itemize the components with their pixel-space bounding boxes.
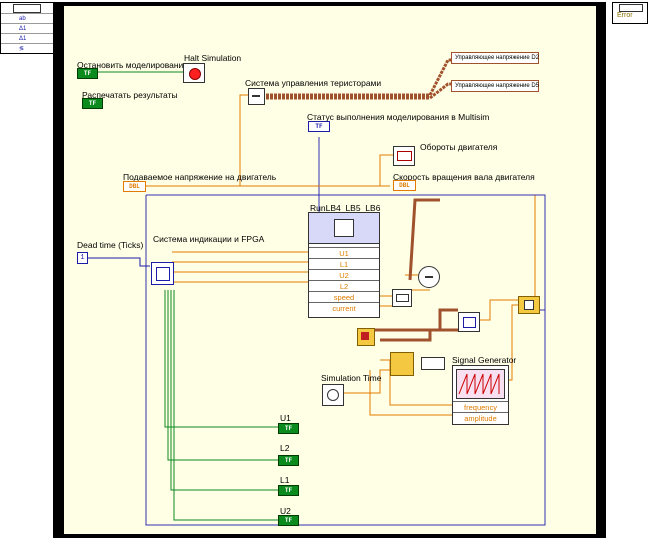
indicator-u2-label: U2 <box>280 506 291 516</box>
pid-node[interactable] <box>458 312 480 332</box>
pid-out-wire <box>478 299 518 321</box>
cluster-icon <box>361 332 369 340</box>
cluster-constant[interactable] <box>357 328 375 346</box>
chart-icon <box>396 294 409 302</box>
multisim-icon <box>334 219 354 237</box>
stop-sim-label: Остановить моделирование <box>77 60 189 70</box>
voltage-label: Подаваемое напряжение на двигатель <box>123 172 277 182</box>
cluster-wire-sim <box>372 308 458 332</box>
feedback-wire <box>530 195 536 311</box>
fpga-icon <box>156 267 170 281</box>
indicator-l2-label: L2 <box>280 443 290 453</box>
sawtooth-wave <box>458 373 500 395</box>
panel-item: Δ1 <box>1 33 53 44</box>
status-indicator[interactable]: TF <box>308 121 330 132</box>
indicator-u2[interactable]: TF <box>278 515 299 526</box>
voltage-wire-branch <box>239 94 250 186</box>
cluster-wire-a <box>408 198 440 281</box>
thyristor-label: Система управления теристорами <box>245 78 382 88</box>
clock-icon <box>327 389 339 401</box>
left-parameter-panel[interactable]: ab Δ1 Δ1 ≶ <box>0 2 54 54</box>
sim-time-label: Simulation Time <box>321 373 382 383</box>
rpm-chart-node[interactable] <box>393 146 415 166</box>
status-label: Статус выполнения моделирования в Multis… <box>307 112 490 122</box>
run-lb-subvi[interactable]: U1 L1 U2 L2 speed current <box>308 212 380 318</box>
bundle-node[interactable] <box>390 352 414 376</box>
panel-header-icon <box>619 4 643 12</box>
output-d2-label: Управляющее напряжение D2 <box>455 55 540 61</box>
port-current: current <box>309 302 379 314</box>
subtract-node[interactable] <box>418 266 440 288</box>
panel-item: Δ1 <box>1 23 53 34</box>
output-d5-label: Управляющее напряжение D5 <box>455 83 540 89</box>
indicator-l1-wire <box>170 290 278 491</box>
thyristor-control-node[interactable] <box>248 88 265 105</box>
port-speed: speed <box>309 291 379 303</box>
cluster-wire-d5 <box>262 82 452 100</box>
indicator-l2-wire <box>167 290 278 461</box>
dead-time-control[interactable]: 1 <box>77 252 88 264</box>
chart-icon <box>397 151 412 161</box>
indication-label: Система индикации и FPGA <box>153 234 265 244</box>
output-d2[interactable]: Управляющее напряжение D2 <box>451 52 539 64</box>
indicator-l1[interactable]: TF <box>278 485 299 496</box>
signal-generator-node[interactable]: frequency amplitude <box>452 365 509 425</box>
panel-item: ab <box>1 13 53 24</box>
sim-time-wire <box>344 369 390 394</box>
halt-simulation-node[interactable] <box>183 63 205 83</box>
waveform-icon <box>252 95 260 97</box>
rpm-wire <box>379 154 393 186</box>
indicator-u1-wire <box>164 290 278 428</box>
inner-loop-wire <box>145 194 546 526</box>
build-array-node[interactable] <box>421 357 445 370</box>
loop-right-wire <box>520 194 546 311</box>
error-label: Error <box>617 12 633 19</box>
dead-time-label: Dead time (Ticks) <box>77 240 144 250</box>
sig-wire <box>507 304 518 381</box>
port-amplitude: amplitude <box>453 412 508 424</box>
rpm-label: Обороты двигателя <box>420 142 498 152</box>
stop-sim-control[interactable]: TF <box>77 68 98 79</box>
indicator-l2[interactable]: TF <box>278 455 299 466</box>
indicator-l1-label: L1 <box>280 475 290 485</box>
port-l2: L2 <box>309 280 379 292</box>
sawtooth-icon <box>456 369 505 399</box>
port-u1: U1 <box>309 247 379 259</box>
sig-gen-label: Signal Generator <box>452 355 517 365</box>
speed-label: Скорость вращения вала двигателя <box>393 172 535 182</box>
indicator-u2-wire <box>173 290 278 521</box>
to-siggen-amp <box>369 370 452 416</box>
stop-icon <box>189 68 201 80</box>
feedback-node[interactable] <box>518 296 540 314</box>
port-u2: U2 <box>309 269 379 281</box>
feedback-icon <box>524 300 534 310</box>
indicator-u1[interactable]: TF <box>278 423 299 434</box>
port-l1: L1 <box>309 258 379 270</box>
to-siggen-freq <box>380 359 452 406</box>
subvi-name: RunLB4_LB5_LB6 <box>310 203 381 213</box>
print-results-control[interactable]: TF <box>82 98 103 109</box>
indicator-u1-label: U1 <box>280 413 291 423</box>
cluster-wire-sim2 <box>380 328 458 342</box>
panel-header-icon <box>13 4 41 13</box>
voltage-control[interactable]: DBL <box>123 181 146 192</box>
dead-time-wire <box>86 257 150 267</box>
indication-fpga-node[interactable] <box>151 262 174 285</box>
cluster-wire-d2 <box>262 58 452 97</box>
sim-time-node[interactable] <box>322 384 344 406</box>
print-results-label: Распечатать результаты <box>82 90 178 100</box>
pid-icon <box>463 317 476 328</box>
panel-item: ≶ <box>1 43 53 54</box>
chart-node[interactable] <box>392 289 412 307</box>
subvi-header <box>309 213 379 244</box>
output-d5[interactable]: Управляющее напряжение D5 <box>451 80 539 92</box>
minus-icon <box>425 276 433 278</box>
port-frequency: frequency <box>453 401 508 413</box>
speed-indicator[interactable]: DBL <box>393 180 416 191</box>
halt-label: Halt Simulation <box>184 53 242 63</box>
